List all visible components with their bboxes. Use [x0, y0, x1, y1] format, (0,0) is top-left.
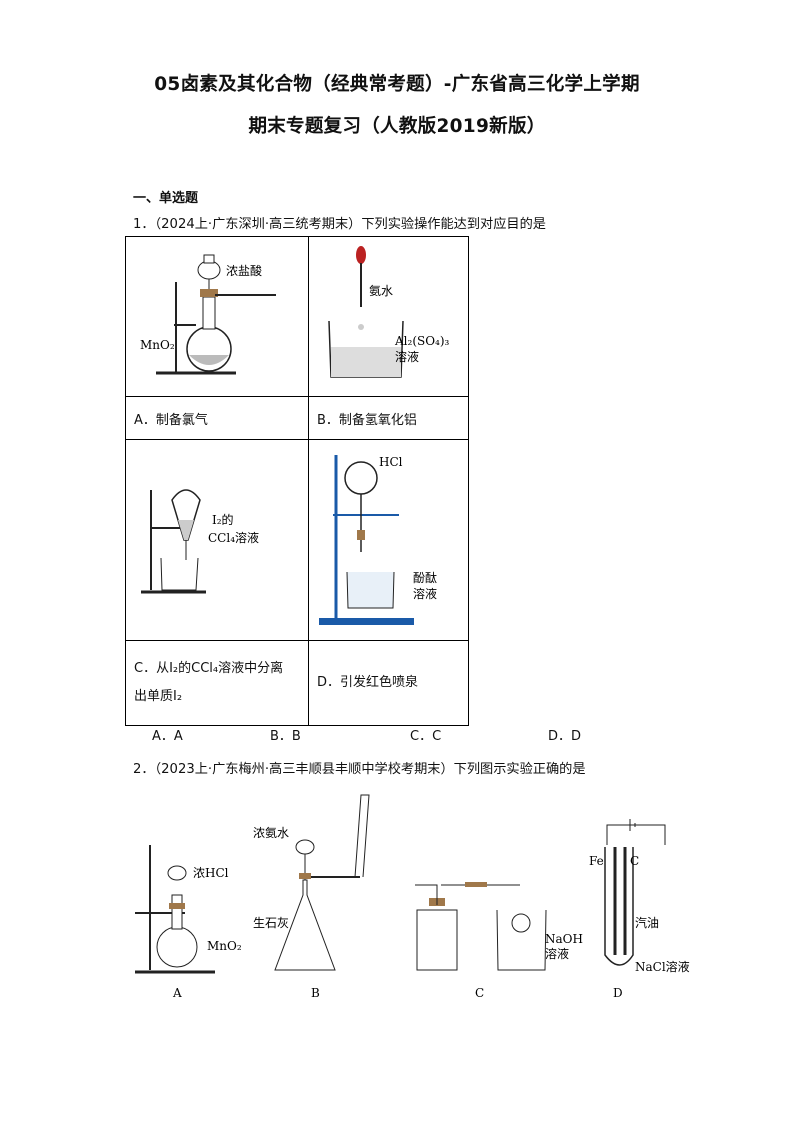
option-c-text: C．从I₂的CCl₄溶液中分离 出单质I₂	[125, 640, 309, 726]
label-hcl: HCl	[379, 455, 403, 469]
label-2a-bottom: MnO₂	[207, 939, 242, 953]
label-2d-nacl: NaCl溶液	[635, 959, 690, 974]
option-d-figure: HCl 酚酞 溶液	[308, 439, 469, 641]
document-title-line2: 期末专题复习（人教版2019新版）	[248, 116, 546, 137]
question-1-option-table: 浓盐酸 MnO₂ 氨水 Al₂(SO₄)₃ 溶液 A．制备氯气 B．制备氢氧化铝	[125, 236, 469, 726]
label-ammonia: 氨水	[369, 284, 393, 298]
option-a-text: A．制备氯气	[125, 396, 309, 440]
choice-a[interactable]: A．A	[152, 729, 183, 744]
label-phenolphthalein: 酚酞	[413, 570, 437, 585]
label-ccl4: CCl₄溶液	[208, 530, 259, 545]
label-al2so43: Al₂(SO₄)₃	[394, 334, 450, 348]
option-b-figure: 氨水 Al₂(SO₄)₃ 溶液	[308, 236, 469, 397]
fountain-experiment-figure: HCl 酚酞 溶液	[319, 455, 437, 625]
option-d-text: D．引发红色喷泉	[308, 640, 469, 726]
option-c-text-line2: 出单质I₂	[134, 689, 183, 704]
label-solution-d: 溶液	[413, 586, 437, 601]
label-solution-b: 溶液	[395, 349, 419, 364]
label-2a-letter: A	[172, 986, 182, 1000]
option-c-text-line1: C．从I₂的CCl₄溶液中分离	[134, 661, 284, 676]
label-2d-c: C	[630, 854, 639, 868]
label-i2: I₂的	[212, 512, 234, 527]
option-a-figure: 浓盐酸 MnO₂	[125, 236, 309, 397]
figure-2a: 浓HCl MnO₂ A	[135, 845, 242, 1000]
ammonia-beaker-figure: 氨水 Al₂(SO₄)₃ 溶液	[328, 246, 450, 378]
figure-2b: 浓氨水 生石灰 B	[253, 794, 370, 1000]
label-2b-bottom: 生石灰	[253, 916, 289, 930]
section-heading: 一、单选题	[133, 191, 199, 206]
chlorine-apparatus-figure: 浓盐酸 MnO₂	[140, 254, 276, 375]
document-title-line1: 05卤素及其化合物（经典常考题）-广东省高三化学上学期	[154, 74, 640, 95]
question-2-stem: 2．（2023上·广东梅州·高三丰顺县丰顺中学校考期末）下列图示实验正确的是	[133, 762, 586, 777]
label-2c-naoh: NaOH	[545, 932, 583, 946]
label-2c-letter: C	[475, 986, 484, 1000]
label-2b-letter: B	[311, 986, 320, 1000]
option-c-figure: I₂的 CCl₄溶液	[125, 439, 309, 641]
label-2b-top: 浓氨水	[253, 826, 289, 840]
label-conc-hcl: 浓盐酸	[226, 263, 262, 278]
figure-2d: Fe C 汽油 NaCl溶液 D	[589, 819, 690, 1000]
separatory-funnel-figure: I₂的 CCl₄溶液	[141, 489, 259, 594]
choice-c[interactable]: C．C	[410, 729, 442, 744]
figure-2c: NaOH 溶液 C	[415, 882, 583, 1000]
label-2a-top: 浓HCl	[193, 866, 229, 880]
label-2d-oil: 汽油	[635, 915, 659, 930]
choice-b[interactable]: B．B	[270, 729, 301, 744]
label-2d-letter: D	[613, 986, 623, 1000]
choice-d[interactable]: D．D	[548, 729, 582, 744]
question-1-stem: 1．（2024上·广东深圳·高三统考期末）下列实验操作能达到对应目的是	[133, 217, 546, 232]
label-2c-solution: 溶液	[545, 946, 569, 961]
question-2-figures: 浓HCl MnO₂ A 浓氨水 生石灰 B NaOH 溶液 C Fe C 汽油	[135, 794, 690, 1000]
label-2d-fe: Fe	[589, 854, 604, 868]
option-b-text: B．制备氢氧化铝	[308, 396, 469, 440]
label-mno2: MnO₂	[140, 338, 175, 352]
